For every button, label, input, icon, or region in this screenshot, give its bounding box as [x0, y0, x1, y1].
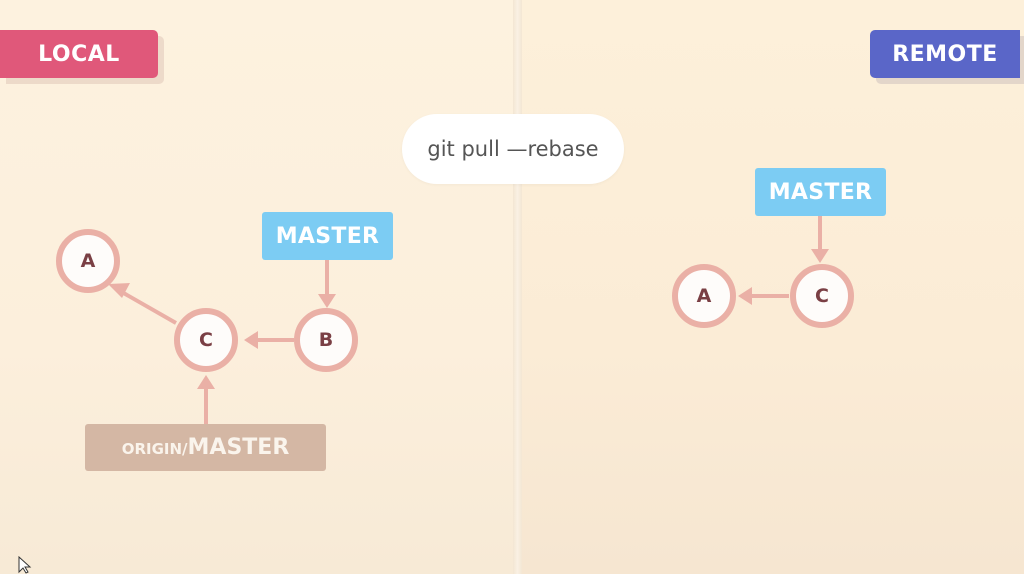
arrowhead-remote-c-to-a — [738, 287, 752, 305]
remote-panel — [522, 0, 1024, 574]
origin-master-label: ORIGIN/MASTER — [85, 424, 326, 471]
mouse-cursor-icon — [18, 556, 32, 574]
arrow-local-c-to-a — [119, 289, 177, 325]
remote-commit-c: C — [790, 264, 854, 328]
local-commit-a: A — [56, 229, 120, 293]
arrowhead-remote-master-to-c — [811, 249, 829, 263]
arrowhead-local-b-to-c — [244, 331, 258, 349]
remote-commit-a: A — [672, 264, 736, 328]
git-command-text: git pull —rebase — [427, 137, 599, 161]
git-command-bubble: git pull —rebase — [402, 114, 624, 184]
arrowhead-local-master-to-b — [318, 294, 336, 308]
local-master-label: MASTER — [262, 212, 393, 260]
local-tag: LOCAL — [0, 30, 158, 78]
remote-master-label: MASTER — [755, 168, 886, 216]
panel-divider — [513, 0, 522, 574]
origin-main: MASTER — [187, 435, 290, 460]
local-commit-b: B — [294, 308, 358, 372]
arrowhead-local-c-to-a — [108, 283, 130, 298]
arrowhead-local-origin-to-c — [197, 375, 215, 389]
origin-prefix: ORIGIN/ — [121, 440, 188, 458]
remote-tag: REMOTE — [870, 30, 1020, 78]
local-commit-c: C — [174, 308, 238, 372]
